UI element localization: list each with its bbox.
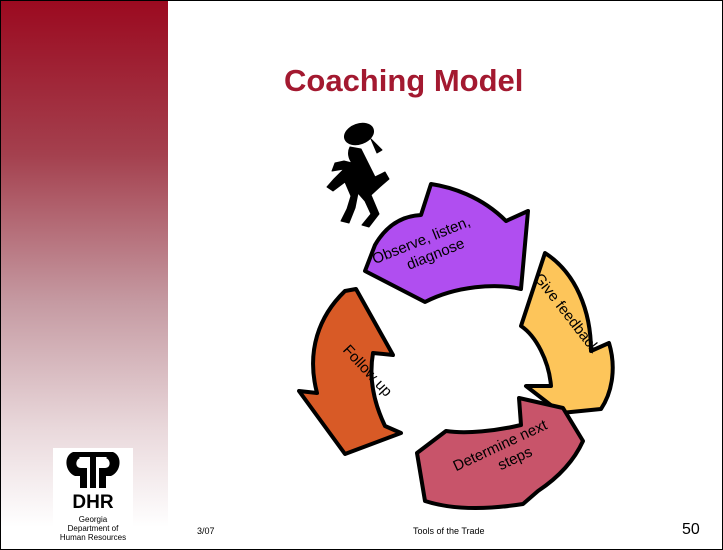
footer-title: Tools of the Trade [413,526,485,536]
slide-title: Coaching Model [284,63,524,98]
dhr-emblem-icon [66,452,120,488]
logo-abbr: DHR [72,492,114,513]
footer-date: 3/07 [197,526,215,536]
dhr-logo: DHR Georgia Department of Human Resource… [53,448,133,549]
cycle-arrow-observe [363,182,530,304]
page-number: 50 [682,521,700,538]
thinker-figure-icon [326,122,390,228]
cycle-arrow-next-steps [415,396,585,511]
logo-line-1: Georgia [78,515,108,524]
cycle-arrow-feedback [519,251,615,415]
logo-line-2: Department of [67,524,119,533]
cycle-arrow-follow-up [297,287,403,456]
logo-line-3: Human Resources [59,533,127,542]
